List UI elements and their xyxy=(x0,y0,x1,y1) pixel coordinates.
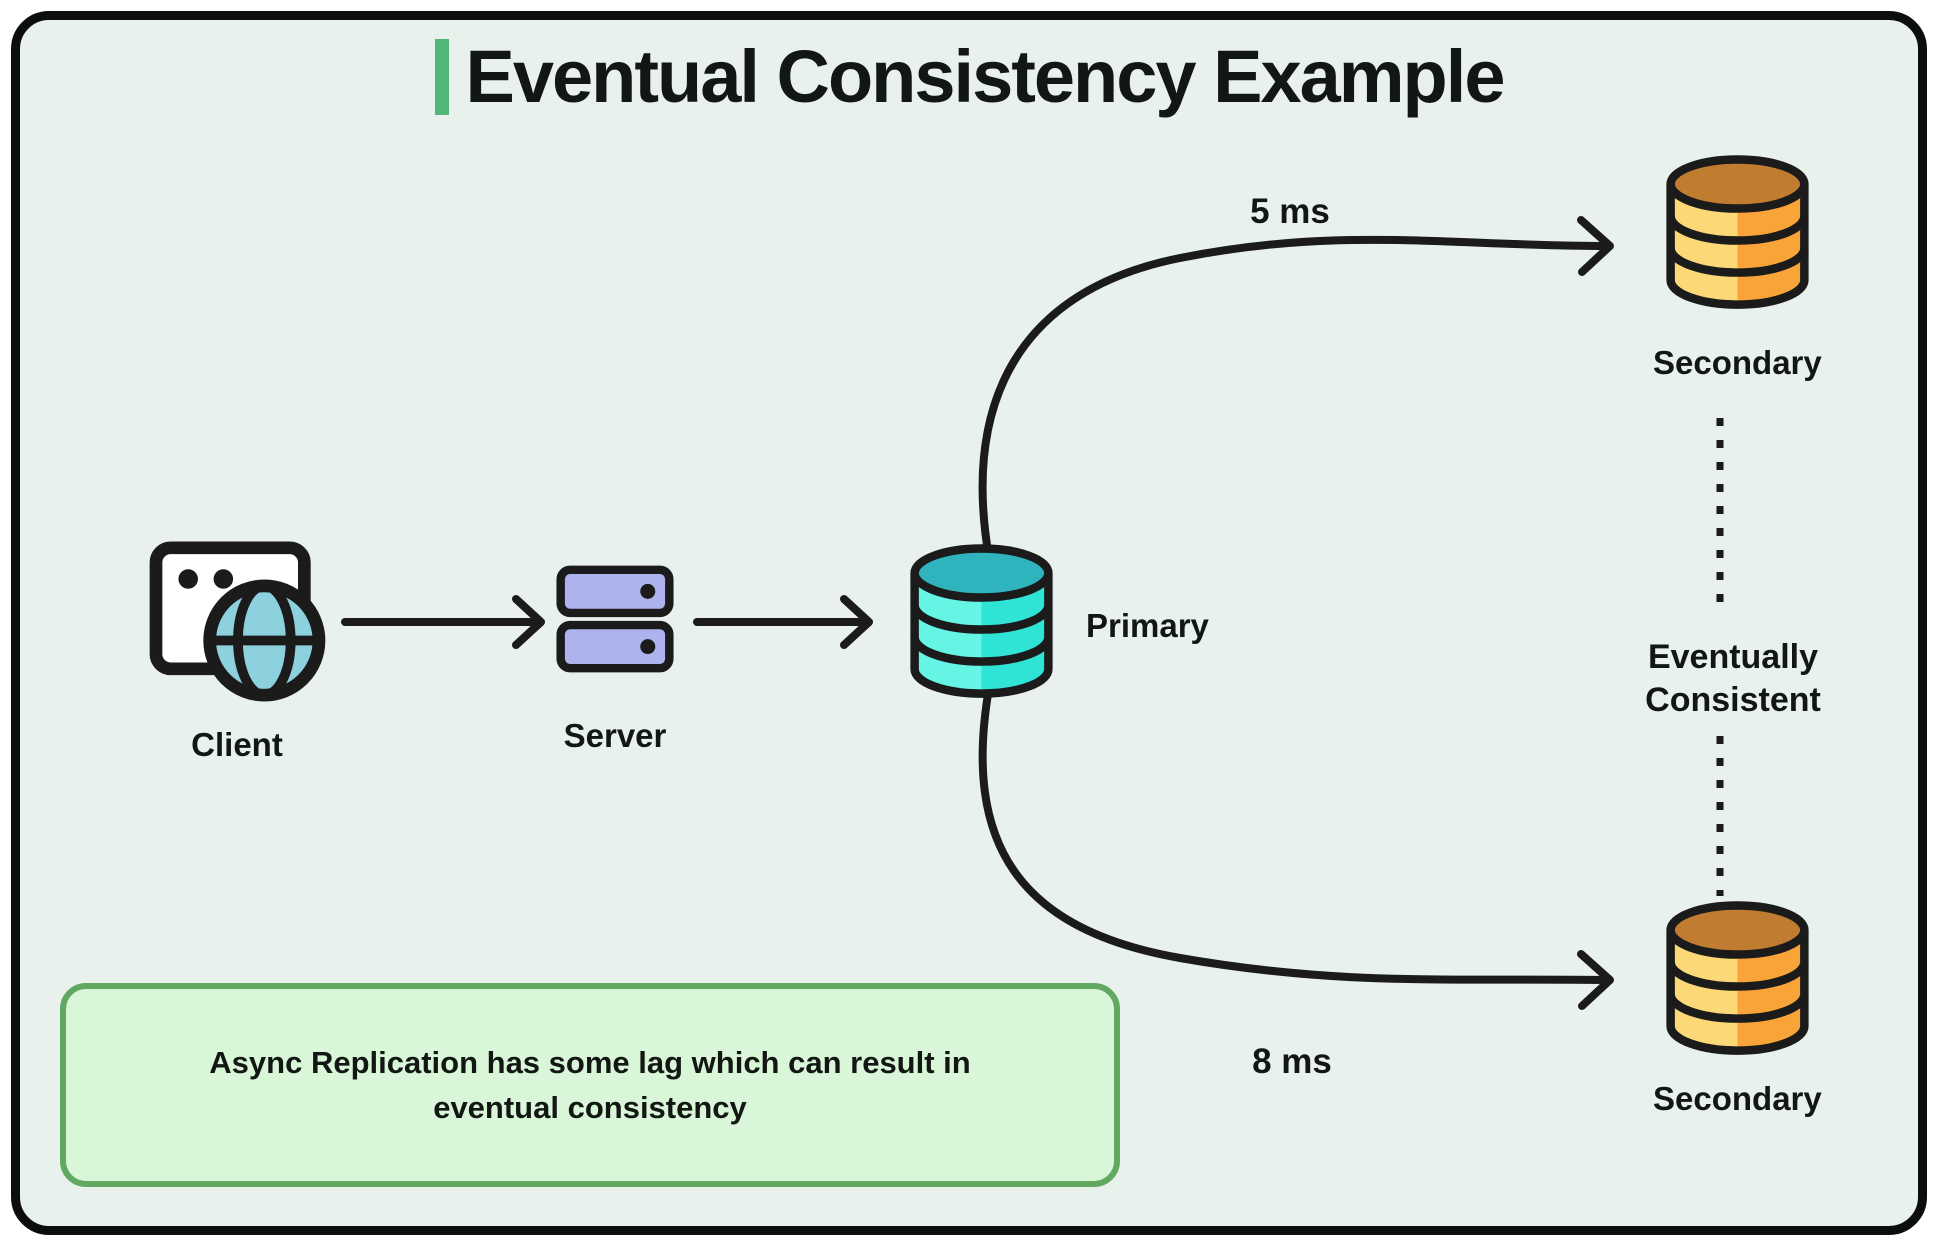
db-top-ellipse xyxy=(1666,901,1809,959)
node-primary-database xyxy=(905,541,1058,703)
server-label: Server xyxy=(563,717,667,754)
db-band-line xyxy=(1666,215,1809,245)
title-row: Eventual Consistency Example xyxy=(0,34,1938,119)
secondary-top-label: Secondary xyxy=(1653,344,1822,381)
primary-label: Primary xyxy=(1086,607,1209,644)
server-rack-bottom-shape xyxy=(556,620,674,673)
globe-meridian-line xyxy=(233,580,296,701)
title-accent-bar xyxy=(434,38,449,115)
db-outline-shape xyxy=(1666,184,1809,309)
server-rack-top-shape xyxy=(556,565,674,618)
browser-dot-icon xyxy=(178,569,198,589)
client-label: Client xyxy=(191,726,283,763)
db-outline-shape xyxy=(1666,930,1809,1055)
server-rack-icon xyxy=(556,565,674,673)
db-top-ellipse xyxy=(1666,155,1809,213)
latency-label-top: 5 ms xyxy=(1250,192,1330,231)
node-client: Client xyxy=(148,540,326,764)
note-line1: Async Replication has some lag which can… xyxy=(209,1045,971,1080)
secondary-database-icon xyxy=(1666,901,1809,1055)
client-browser-globe-icon xyxy=(149,541,326,702)
browser-dot-icon xyxy=(213,569,234,589)
db-band-line xyxy=(1666,247,1809,277)
latency-label-bottom: 8 ms xyxy=(1252,1042,1332,1081)
server-led-icon xyxy=(640,583,656,599)
note-line2: eventual consistency xyxy=(433,1090,747,1125)
node-server: Server xyxy=(556,565,674,755)
secondary-bottom-label: Secondary xyxy=(1653,1080,1822,1117)
node-secondary-database-top: Secondary xyxy=(1653,152,1822,382)
db-band-line xyxy=(910,604,1053,634)
db-band-line xyxy=(1666,961,1809,991)
primary-database-icon xyxy=(910,544,1053,698)
page-title: Eventual Consistency Example xyxy=(465,35,1506,118)
db-band-line xyxy=(910,636,1053,666)
eventually-consistent-line2: Consistent xyxy=(1645,681,1821,719)
db-top-ellipse xyxy=(910,544,1053,602)
eventually-consistent-label: Eventually Consistent xyxy=(1645,636,1821,722)
node-secondary-database-bottom: Secondary xyxy=(1653,898,1822,1118)
server-led-icon xyxy=(640,639,656,655)
async-replication-note: Async Replication has some lag which can… xyxy=(60,983,1120,1187)
eventually-consistent-line1: Eventually xyxy=(1647,638,1819,676)
db-band-line xyxy=(1666,993,1809,1023)
db-outline-shape xyxy=(910,573,1053,698)
secondary-database-icon xyxy=(1666,155,1809,309)
